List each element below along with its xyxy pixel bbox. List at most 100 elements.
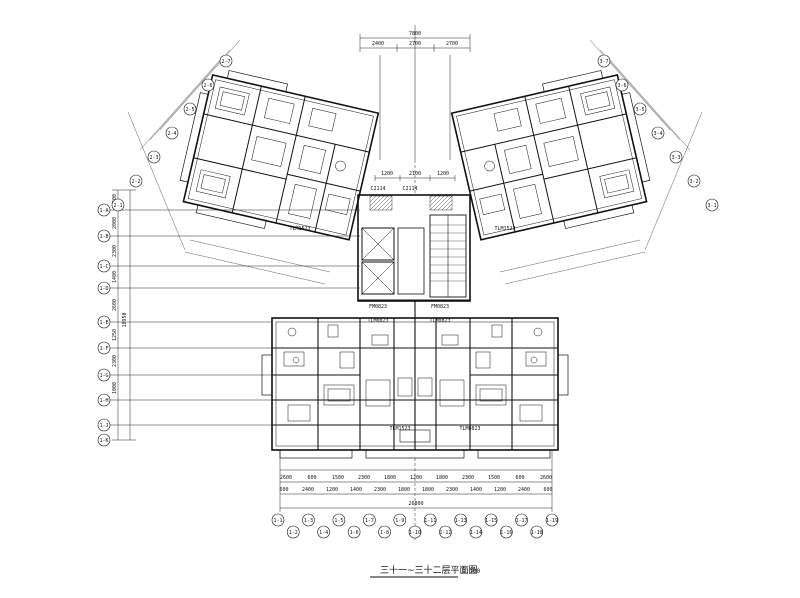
- axis-bubble-circle: [545, 513, 559, 527]
- bottom-total-dimension: 26800: [408, 501, 423, 507]
- room-label: TLM0823: [429, 318, 450, 324]
- wing-left-axis-bubble-circle: [165, 126, 179, 140]
- right-wing-dimension-lines: [499, 39, 703, 285]
- left-axis-bubble-circle: [97, 341, 111, 355]
- axis-bubble-circle: [484, 513, 498, 527]
- bottom-dimension-label: 1200: [494, 487, 506, 493]
- axis-bubble: 1-12: [439, 530, 451, 536]
- room-label: C2114: [370, 186, 385, 192]
- axis-bubble-circle: [530, 525, 544, 539]
- left-axis-bubble-circle: [97, 259, 111, 273]
- bottom-dimension-label: 1400: [350, 487, 362, 493]
- axis-bubble-circle: [378, 525, 391, 539]
- room-label: TLM1523: [494, 226, 515, 232]
- left-axis-bubble-circle: [97, 418, 111, 432]
- left-dimension-labels: 16002000230014002600125023001000: [112, 194, 118, 394]
- left-dimension-chain: [110, 189, 360, 441]
- bottom-dimension-label: 2400: [518, 487, 530, 493]
- axis-bubble-circle: [363, 513, 376, 527]
- core-dimension-label: 1200: [381, 171, 393, 177]
- wing-left-axis-bubble: 2-1: [113, 203, 122, 209]
- axis-bubble-circle: [423, 513, 437, 527]
- bottom-dimension-label: 2300: [374, 487, 386, 493]
- axis-bubble: 1-16: [500, 530, 512, 536]
- left-axis-bubble: 1-G: [99, 373, 108, 379]
- left-axis-bubble: 1-H: [99, 398, 108, 404]
- bottom-dimension-label: 600: [515, 475, 524, 481]
- axis-bubble: 1-1: [273, 518, 282, 524]
- axis-bubble: 1-3: [304, 518, 313, 524]
- left-axis-bubble: 1-B: [99, 234, 108, 240]
- left-dimension-label: 1000: [112, 382, 118, 394]
- axis-bubble: 1-14: [470, 530, 482, 536]
- right-wing: [450, 70, 651, 241]
- room-label: TLM1523: [389, 426, 410, 432]
- wing-left-axis-bubble: 2-2: [131, 179, 140, 185]
- axis-bubble: 1-5: [334, 518, 343, 524]
- axis-bubble: 1-18: [531, 530, 543, 536]
- bottom-dimension-label: 2400: [302, 487, 314, 493]
- axis-bubble: 1-4: [319, 530, 328, 536]
- left-axis-bubble-circle: [97, 433, 111, 447]
- core-dimension-label: 1200: [437, 171, 449, 177]
- wing-right-axis-bubble: 3-3: [671, 155, 680, 161]
- axis-bubble-circle: [302, 513, 315, 527]
- wing-right-axis-bubble-circle: [597, 54, 611, 68]
- core: [357, 194, 471, 302]
- axis-bubble-circle: [439, 525, 452, 539]
- drawing-scale: 1:100: [462, 568, 480, 575]
- room-label: TLM0823: [459, 426, 480, 432]
- bottom-dimension-label: 1400: [470, 487, 482, 493]
- wing-right-axis-bubble-circle: [705, 198, 719, 212]
- wing-right-axis-bubble: 3-5: [635, 107, 644, 113]
- axis-bubble: 1-7: [365, 518, 374, 524]
- top-dimension-label: 2400: [372, 41, 384, 47]
- left-dimension-label: 2300: [112, 355, 118, 367]
- top-dimension-label: 2700: [446, 41, 458, 47]
- axis-bubble-circle: [454, 513, 467, 527]
- wing-right-axis-bubble: 3-1: [707, 203, 716, 209]
- wing-left-axis-bubble-circle: [183, 102, 197, 116]
- axis-bubble-circle: [408, 525, 422, 539]
- core-dimension-chain: [374, 175, 456, 181]
- left-axis-bubble-circle: [97, 368, 111, 382]
- wing-left-axis-bubble-circle: [129, 174, 143, 188]
- drawing-title: 三十一~三十二层平面图: [380, 564, 478, 576]
- top-total-dimension: 7800: [409, 31, 421, 37]
- left-axis-bubble-circle: [97, 229, 111, 243]
- axis-bubble: 1-6: [350, 530, 359, 536]
- left-axis-bubble: 1-D: [99, 286, 108, 292]
- left-axis-bubble: 1-A: [99, 208, 108, 214]
- lower-block: [261, 300, 569, 459]
- room-label: FM0823: [369, 304, 387, 310]
- bottom-dimension-label: 1500: [332, 475, 344, 481]
- wing-left-axis-bubble-circle: [147, 150, 161, 164]
- axis-bubble: 1-2: [289, 530, 298, 536]
- axis-bubble-circle: [469, 525, 483, 539]
- axis-bubble-circle: [393, 513, 407, 527]
- bottom-dimension-label: 2600: [540, 475, 552, 481]
- core-dimension-label: 2100: [409, 171, 421, 177]
- bottom-dimension-label: 1800: [384, 475, 396, 481]
- axis-bubble: 1-10: [409, 530, 421, 536]
- bottom-dimension-label: 2300: [462, 475, 474, 481]
- bottom-dimension-label: 1200: [326, 487, 338, 493]
- wing-left-axis-bubble: 2-6: [203, 83, 212, 89]
- room-label: TLM1523: [289, 226, 310, 232]
- wing-right-axis-bubble: 3-4: [653, 131, 662, 137]
- left-wing-dimension-lines: [127, 39, 331, 285]
- left-axis-bubble-circle: [97, 315, 111, 329]
- bottom-dimension-label: 600: [279, 487, 288, 493]
- bottom-dimension-label: 2600: [280, 475, 292, 481]
- wing-left-axis-bubble: 2-5: [185, 107, 194, 113]
- left-wing-axis-bubbles: 2-12-22-32-42-52-62-7: [111, 54, 233, 212]
- axis-bubble: 1-15: [485, 518, 497, 524]
- bottom-dimension-label: 1200: [410, 475, 422, 481]
- left-axis-bubble: 1-C: [99, 264, 108, 270]
- axis-bubble-circle: [515, 513, 528, 527]
- bottom-dimension-label: 1800: [436, 475, 448, 481]
- left-axis-bubble: 1-F: [99, 346, 108, 352]
